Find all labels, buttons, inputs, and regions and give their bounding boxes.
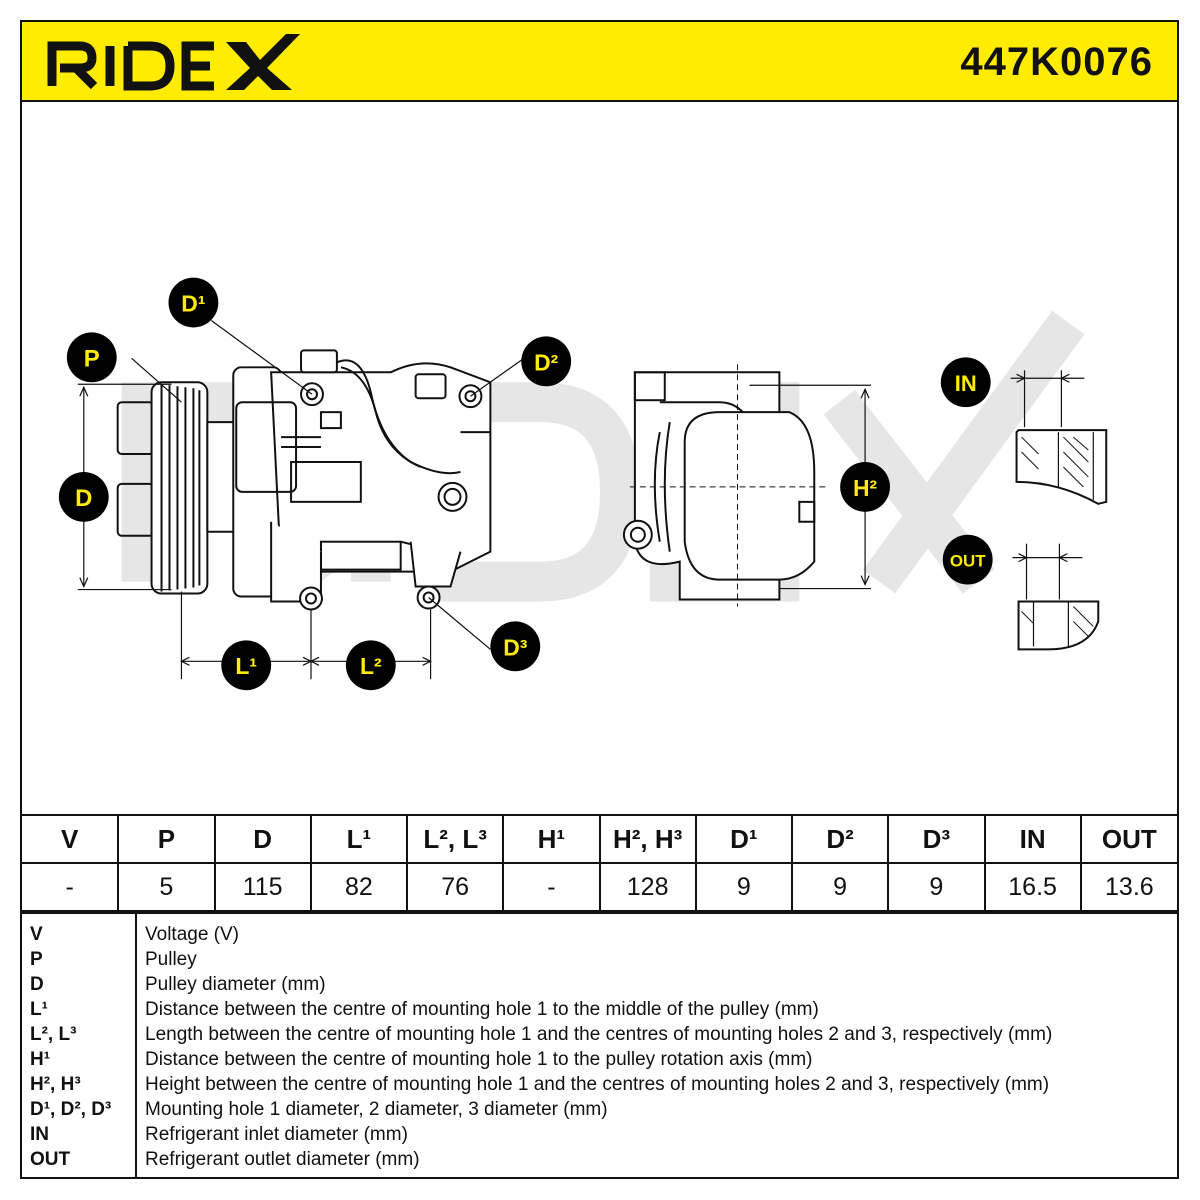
spec-value-l1: 82	[309, 862, 409, 912]
compressor-drawing: P D D¹ D² D³ L¹ L² H²	[58, 277, 1108, 691]
legend-desc: Length between the centre of mounting ho…	[145, 1024, 1053, 1045]
inlet-port-view	[1015, 429, 1108, 505]
spec-value-h1: -	[502, 862, 601, 912]
badge-h2: H²	[840, 461, 890, 512]
legend-desc: Pulley diameter (mm)	[145, 974, 326, 995]
spec-value-p: 5	[117, 862, 216, 912]
legend-key: H¹	[30, 1049, 51, 1070]
legend-desc: Height between the centre of mounting ho…	[145, 1074, 1050, 1095]
legend: V Voltage (V) P Pulley D Pulley diameter…	[22, 912, 1177, 1177]
legend-key: P	[30, 949, 43, 970]
legend-desc: Pulley	[145, 949, 197, 970]
legend-item: D Pulley diameter (mm)	[22, 972, 1177, 997]
legend-key: L², L³	[30, 1024, 77, 1045]
badge-l1-label: L¹	[235, 653, 257, 679]
badge-out: OUT	[942, 534, 993, 585]
legend-item: IN Refrigerant inlet diameter (mm)	[22, 1122, 1177, 1147]
spec-header-d: D	[213, 814, 312, 864]
spec-value-d1: 9	[694, 862, 794, 912]
legend-key: D	[30, 974, 44, 995]
badge-d1-label: D¹	[181, 291, 205, 317]
outlet-dimension	[1012, 543, 1083, 600]
spec-value-d3: 9	[887, 862, 986, 912]
badge-l1: L¹	[221, 640, 272, 691]
legend-desc: Refrigerant inlet diameter (mm)	[145, 1124, 408, 1145]
spec-header-h1: H¹	[502, 814, 601, 864]
legend-key: IN	[30, 1124, 49, 1145]
badge-in-label: IN	[955, 371, 977, 396]
legend-key: OUT	[30, 1149, 71, 1170]
spec-header-d1: D¹	[694, 814, 794, 864]
legend-desc: Refrigerant outlet diameter (mm)	[145, 1149, 420, 1170]
compressor-rear-view	[622, 364, 830, 607]
badge-d3: D³	[490, 621, 541, 672]
badge-l2: L²	[345, 640, 396, 691]
outlet-port-view	[1017, 600, 1100, 651]
badge-d1: D¹	[168, 277, 219, 328]
legend-desc: Voltage (V)	[145, 924, 239, 945]
part-number: 447K0076	[960, 40, 1153, 84]
badge-d3-label: D³	[503, 634, 528, 660]
spec-header-d3: D³	[887, 814, 986, 864]
legend-desc: Distance between the centre of mounting …	[145, 1049, 813, 1070]
legend-key: V	[30, 924, 43, 945]
datasheet: 447K0076	[20, 20, 1179, 1179]
badge-in: IN	[940, 357, 991, 408]
spec-table: V P D L¹ L², L³ H¹ H², H³ D¹ D² D³ IN OU…	[22, 814, 1177, 912]
spec-header-v: V	[22, 814, 120, 864]
spec-value-row: - 5 115 82 76 - 128 9 9 9 16.5 13.6	[22, 862, 1177, 912]
legend-key: H², H³	[30, 1074, 81, 1095]
spec-value-d: 115	[213, 862, 312, 912]
legend-divider	[135, 914, 137, 1177]
spec-header-l2-l3: L², L³	[405, 814, 505, 864]
header-bar: 447K0076	[22, 22, 1177, 102]
badge-p-label: P	[84, 345, 100, 372]
badge-l2-label: L²	[360, 653, 382, 679]
legend-item: D¹, D², D³ Mounting hole 1 diameter, 2 d…	[22, 1097, 1177, 1122]
badge-d-label: D	[75, 485, 92, 512]
spec-header-p: P	[117, 814, 216, 864]
legend-item: H², H³ Height between the centre of moun…	[22, 1072, 1177, 1097]
spec-header-h2-h3: H², H³	[598, 814, 697, 864]
spec-value-v: -	[22, 862, 120, 912]
spec-value-l2-l3: 76	[405, 862, 505, 912]
legend-desc: Distance between the centre of mounting …	[145, 999, 819, 1020]
legend-desc: Mounting hole 1 diameter, 2 diameter, 3 …	[145, 1099, 608, 1120]
legend-item: OUT Refrigerant outlet diameter (mm)	[22, 1147, 1177, 1172]
spec-value-in: 16.5	[983, 862, 1082, 912]
spec-value-h2-h3: 128	[598, 862, 697, 912]
badge-d2-label: D²	[534, 349, 559, 375]
badge-p: P	[66, 332, 117, 383]
spec-header-d2: D²	[790, 814, 890, 864]
spec-value-out: 13.6	[1079, 862, 1177, 912]
ridex-logo	[47, 34, 301, 91]
spec-header-row: V P D L¹ L², L³ H¹ H², H³ D¹ D² D³ IN OU…	[22, 814, 1177, 864]
spec-header-l1: L¹	[309, 814, 409, 864]
legend-item: H¹ Distance between the centre of mounti…	[22, 1047, 1177, 1072]
legend-key: D¹, D², D³	[30, 1099, 112, 1120]
legend-key: L¹	[30, 999, 48, 1020]
spec-value-d2: 9	[790, 862, 890, 912]
legend-item: P Pulley	[22, 947, 1177, 972]
compressor-side-view	[116, 349, 492, 611]
legend-item: V Voltage (V)	[22, 922, 1177, 947]
spec-header-out: OUT	[1079, 814, 1177, 864]
inlet-dimension	[1010, 370, 1085, 428]
badge-d2: D²	[521, 336, 572, 387]
legend-item: L¹ Distance between the centre of mounti…	[22, 997, 1177, 1022]
badge-out-label: OUT	[950, 552, 986, 571]
badge-d: D	[58, 471, 109, 522]
spec-header-in: IN	[983, 814, 1082, 864]
badge-h2-label: H²	[853, 475, 878, 501]
legend-item: L², L³ Length between the centre of moun…	[22, 1022, 1177, 1047]
